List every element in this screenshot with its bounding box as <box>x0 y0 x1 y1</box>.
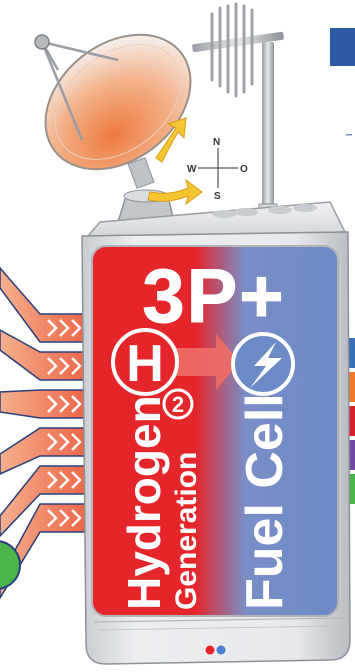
compass-east: O <box>240 164 248 175</box>
hydrogen-label: Hydrogen <box>118 395 170 610</box>
lightning-icon <box>233 334 293 394</box>
compass-north: N <box>213 137 220 148</box>
status-led-icon <box>206 646 215 655</box>
h2-subscript: 2 <box>172 392 184 417</box>
compass-west: W <box>187 164 197 175</box>
device-headline: 3P+ <box>142 254 285 339</box>
corner-tile <box>330 28 355 66</box>
compass-south: S <box>214 191 221 202</box>
h2-letter: H <box>126 335 164 393</box>
input-arrow-row <box>0 268 96 342</box>
input-arrow-row <box>0 390 96 418</box>
generation-label: Generation <box>170 452 203 610</box>
status-led-icon <box>217 646 226 655</box>
yagi-antenna-icon <box>192 4 284 218</box>
fuel-cell-label: Fuel Cell <box>236 393 294 610</box>
dash-mark <box>346 134 352 136</box>
